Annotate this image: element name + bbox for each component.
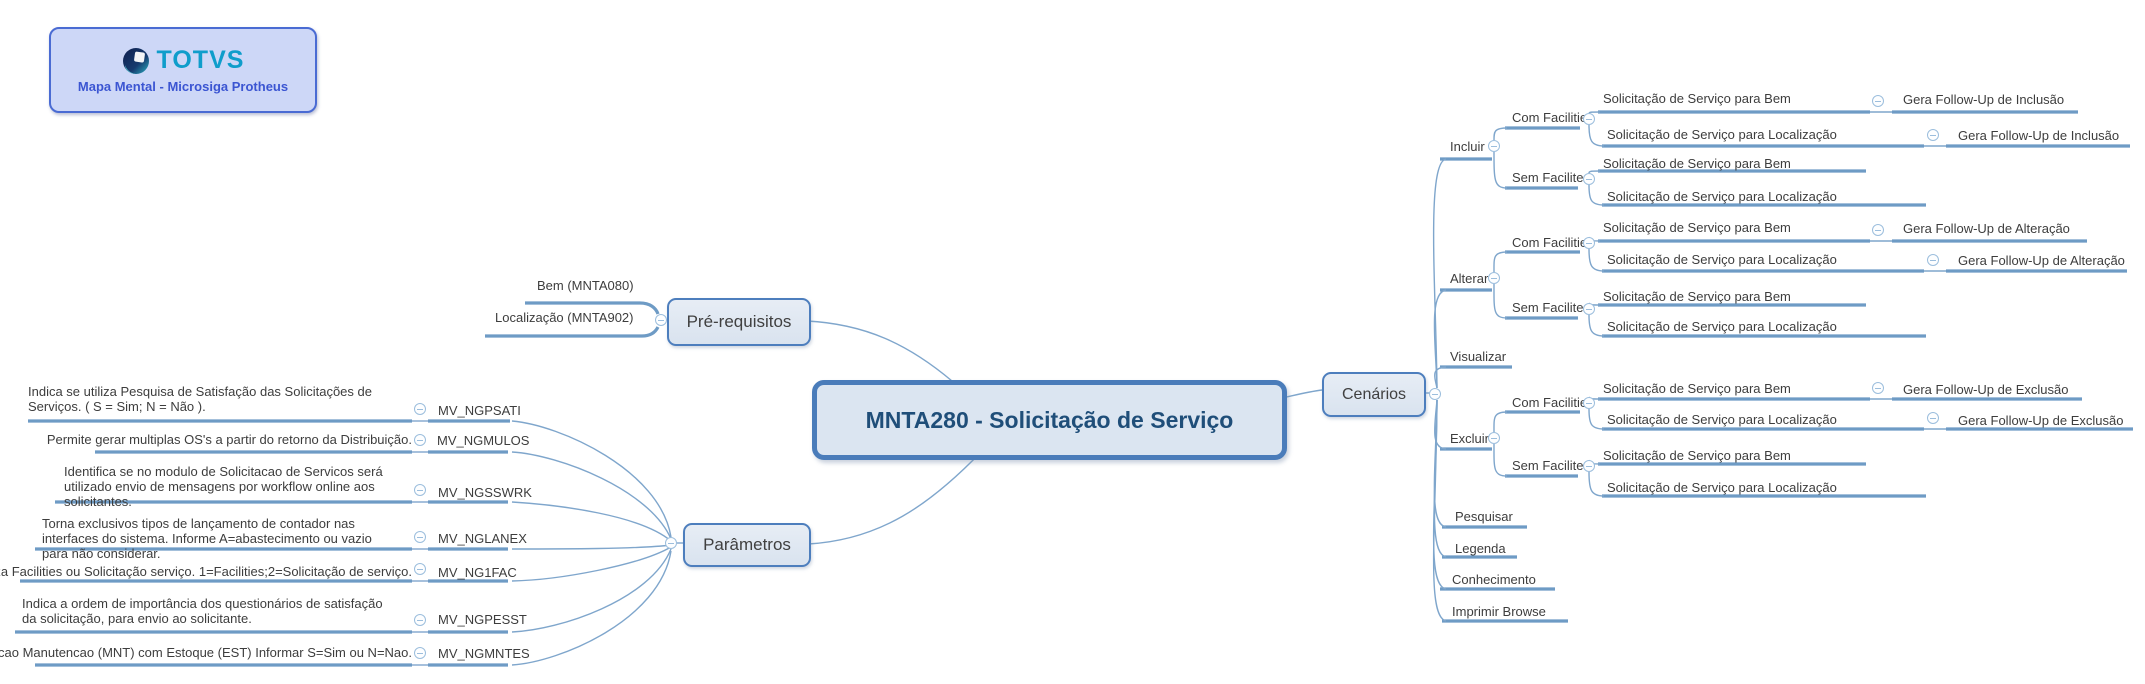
collapse-icon[interactable] [414, 647, 426, 659]
collapse-icon[interactable] [1872, 382, 1884, 394]
node-alterar-com-loc-follow[interactable]: Gera Follow-Up de Alteração [1958, 253, 2125, 268]
node-param-code-1[interactable]: MV_NGPSATI [438, 403, 521, 418]
node-imprimir-browse[interactable]: Imprimir Browse [1452, 604, 1546, 619]
node-bem-mnta080[interactable]: Bem (MNTA080) [537, 278, 634, 293]
root-node-label: MNTA280 - Solicitação de Serviço [865, 406, 1234, 433]
node-excluir-sem-loc[interactable]: Solicitação de Serviço para Localização [1607, 480, 1837, 495]
collapse-icon[interactable] [1583, 397, 1595, 409]
collapse-icon[interactable] [1583, 460, 1595, 472]
node-param-code-6[interactable]: MV_NGPESST [438, 612, 527, 627]
node-incluir-com-loc-follow[interactable]: Gera Follow-Up de Inclusão [1958, 128, 2120, 143]
collapse-icon[interactable] [1927, 129, 1939, 141]
collapse-icon[interactable] [665, 537, 677, 549]
collapse-icon[interactable] [1488, 272, 1500, 284]
node-excluir-com-loc[interactable]: Solicitação de Serviço para Localização [1607, 412, 1837, 427]
collapse-icon[interactable] [414, 614, 426, 626]
node-excluir-com-loc-follow[interactable]: Gera Follow-Up de Exclusão [1958, 413, 2124, 428]
collapse-icon[interactable] [414, 531, 426, 543]
collapse-icon[interactable] [1488, 432, 1500, 444]
node-param-desc-6[interactable]: Indica a ordem de importância dos questi… [22, 596, 383, 626]
collapse-icon[interactable] [1583, 173, 1595, 185]
node-conhecimento[interactable]: Conhecimento [1452, 572, 1536, 587]
node-incluir-sem-bem[interactable]: Solicitação de Serviço para Bem [1603, 156, 1791, 171]
node-param-code-3[interactable]: MV_NGSSWRK [438, 485, 532, 500]
node-alterar-com-facilities[interactable]: Com Facilities [1512, 235, 1594, 250]
logo-subtitle: Mapa Mental - Microsiga Protheus [77, 79, 289, 94]
node-alterar-sem-loc[interactable]: Solicitação de Serviço para Localização [1607, 319, 1837, 334]
node-param-desc-7[interactable]: Integracao Manutencao (MNT) com Estoque … [0, 645, 412, 660]
totvs-brand-text: TOTVS [156, 46, 245, 74]
totvs-logo: TOTVS Mapa Mental - Microsiga Protheus [49, 27, 317, 113]
node-param-desc-2[interactable]: Permite gerar multiplas OS's a partir do… [46, 432, 412, 447]
node-alterar-sem-facilites[interactable]: Sem Facilites [1512, 300, 1591, 315]
node-incluir[interactable]: Incluir [1450, 139, 1485, 154]
collapse-icon[interactable] [1927, 254, 1939, 266]
node-excluir-com-bem-follow[interactable]: Gera Follow-Up de Exclusão [1903, 382, 2069, 397]
cenarios-label: Cenários [1341, 385, 1407, 403]
node-parametros[interactable]: Parâmetros [683, 523, 811, 567]
node-incluir-com-loc[interactable]: Solicitação de Serviço para Localização [1607, 127, 1837, 142]
node-param-desc-5[interactable]: Indica se utiliza Facilities ou Solicita… [0, 564, 412, 579]
node-incluir-com-bem[interactable]: Solicitação de Serviço para Bem [1603, 91, 1791, 106]
collapse-icon[interactable] [1583, 303, 1595, 315]
parametros-label: Parâmetros [703, 535, 791, 554]
totvs-sphere-icon [122, 47, 150, 75]
node-localizacao-mnta902[interactable]: Localização (MNTA902) [495, 310, 634, 325]
node-alterar[interactable]: Alterar [1450, 271, 1489, 286]
node-alterar-com-loc[interactable]: Solicitação de Serviço para Localização [1607, 252, 1837, 267]
node-incluir-sem-facilites[interactable]: Sem Facilites [1512, 170, 1591, 185]
node-incluir-sem-loc[interactable]: Solicitação de Serviço para Localização [1607, 189, 1837, 204]
node-excluir-sem-bem[interactable]: Solicitação de Serviço para Bem [1603, 448, 1791, 463]
collapse-icon[interactable] [414, 403, 426, 415]
node-alterar-com-bem-follow[interactable]: Gera Follow-Up de Alteração [1903, 221, 2070, 236]
node-excluir[interactable]: Excluir [1450, 431, 1490, 446]
collapse-icon[interactable] [1429, 388, 1441, 400]
node-param-code-5[interactable]: MV_NG1FAC [438, 565, 517, 580]
pre-requisitos-label: Pré-requisitos [686, 312, 792, 331]
node-incluir-com-facilities[interactable]: Com Facilities [1512, 110, 1594, 125]
collapse-icon[interactable] [414, 563, 426, 575]
collapse-icon[interactable] [414, 434, 426, 446]
node-param-desc-3[interactable]: Identifica se no modulo de Solicitacao d… [64, 464, 383, 509]
root-node[interactable]: MNTA280 - Solicitação de Serviço [812, 380, 1287, 460]
node-alterar-sem-bem[interactable]: Solicitação de Serviço para Bem [1603, 289, 1791, 304]
node-param-code-7[interactable]: MV_NGMNTES [438, 646, 530, 661]
collapse-icon[interactable] [1872, 224, 1884, 236]
node-param-desc-4[interactable]: Torna exclusivos tipos de lançamento de … [42, 516, 372, 561]
node-param-code-2[interactable]: MV_NGMULOS [437, 433, 530, 448]
collapse-icon[interactable] [1583, 237, 1595, 249]
node-param-desc-1[interactable]: Indica se utiliza Pesquisa de Satisfação… [28, 384, 372, 414]
collapse-icon[interactable] [655, 314, 667, 326]
node-excluir-sem-facilites[interactable]: Sem Facilites [1512, 458, 1591, 473]
collapse-icon[interactable] [1583, 113, 1595, 125]
node-param-code-4[interactable]: MV_NGLANEX [438, 531, 527, 546]
node-incluir-com-bem-follow[interactable]: Gera Follow-Up de Inclusão [1903, 92, 2065, 107]
collapse-icon[interactable] [414, 484, 426, 496]
node-legenda[interactable]: Legenda [1455, 541, 1506, 556]
node-pesquisar[interactable]: Pesquisar [1455, 509, 1513, 524]
node-cenarios[interactable]: Cenários [1322, 372, 1426, 417]
node-excluir-com-bem[interactable]: Solicitação de Serviço para Bem [1603, 381, 1791, 396]
collapse-icon[interactable] [1488, 140, 1500, 152]
collapse-icon[interactable] [1927, 412, 1939, 424]
node-alterar-com-bem[interactable]: Solicitação de Serviço para Bem [1603, 220, 1791, 235]
node-visualizar[interactable]: Visualizar [1450, 349, 1507, 364]
collapse-icon[interactable] [1872, 95, 1884, 107]
node-excluir-com-facilities[interactable]: Com Facilities [1512, 395, 1594, 410]
node-pre-requisitos[interactable]: Pré-requisitos [667, 298, 811, 346]
